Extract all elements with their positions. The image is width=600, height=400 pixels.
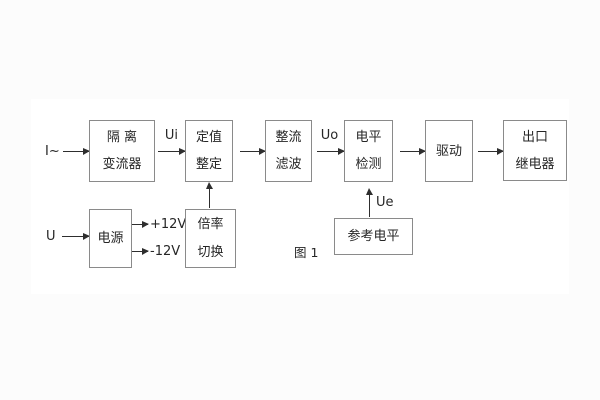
block-output-relay: 出口 继电器 bbox=[503, 120, 567, 181]
arrow-ratio-to-setting bbox=[206, 182, 213, 208]
arrow-setting-to-rectifier bbox=[240, 148, 266, 155]
block-label-line: 整定 bbox=[195, 157, 222, 172]
arrow-power-rail-positive bbox=[132, 221, 149, 228]
block-power-supply: 电源 bbox=[89, 209, 132, 268]
block-label-line: 出口 bbox=[521, 129, 548, 145]
block-label-line: 整流 bbox=[275, 130, 302, 145]
block-label-line: 参考电平 bbox=[347, 229, 400, 244]
block-setting-adjustment: 定值 整定 bbox=[185, 120, 233, 182]
arrow-reference-to-level bbox=[366, 188, 373, 217]
signal-label-uo: Uo bbox=[320, 128, 339, 143]
block-label-line: 驱动 bbox=[435, 143, 462, 159]
arrow-power-rail-negative bbox=[132, 248, 149, 255]
block-driver: 驱动 bbox=[425, 120, 473, 182]
block-label-line: 定值 bbox=[195, 130, 222, 145]
input-current-label: I~ bbox=[45, 144, 60, 159]
block-reference-level: 参考电平 bbox=[334, 218, 413, 255]
block-isolation-current-transformer: 隔 离 变流器 bbox=[89, 120, 155, 182]
arrow-rectifier-to-level bbox=[317, 148, 345, 155]
block-label-line: 检测 bbox=[355, 157, 382, 172]
block-label-line: 隔 离 bbox=[106, 130, 138, 145]
block-label-line: 倍率 bbox=[197, 217, 224, 232]
signal-label-ui: Ui bbox=[164, 128, 179, 143]
block-label-line: 电平 bbox=[355, 130, 382, 145]
signal-label-ue: Ue bbox=[376, 195, 394, 210]
arrow-level-to-driver bbox=[400, 148, 426, 155]
block-label-line: 切换 bbox=[197, 245, 224, 260]
block-level-detection: 电平 检测 bbox=[344, 120, 393, 182]
rail-negative-label: -12V bbox=[150, 244, 181, 259]
figure-caption: 图 1 bbox=[294, 245, 319, 260]
arrow-input-to-power bbox=[62, 233, 90, 240]
rail-positive-label: +12V bbox=[150, 217, 187, 232]
arrow-driver-to-relay bbox=[478, 148, 504, 155]
block-label-line: 电源 bbox=[97, 231, 124, 246]
block-ratio-switching: 倍率 切换 bbox=[185, 209, 236, 268]
input-voltage-label: U bbox=[46, 229, 56, 244]
arrow-input-to-isolation bbox=[63, 148, 90, 155]
block-label-line: 继电器 bbox=[515, 156, 555, 172]
arrow-isolation-to-setting bbox=[158, 148, 186, 155]
block-label-line: 变流器 bbox=[102, 157, 142, 172]
block-label-line: 滤波 bbox=[275, 157, 302, 172]
block-rectifier-filter: 整流 滤波 bbox=[265, 120, 312, 182]
